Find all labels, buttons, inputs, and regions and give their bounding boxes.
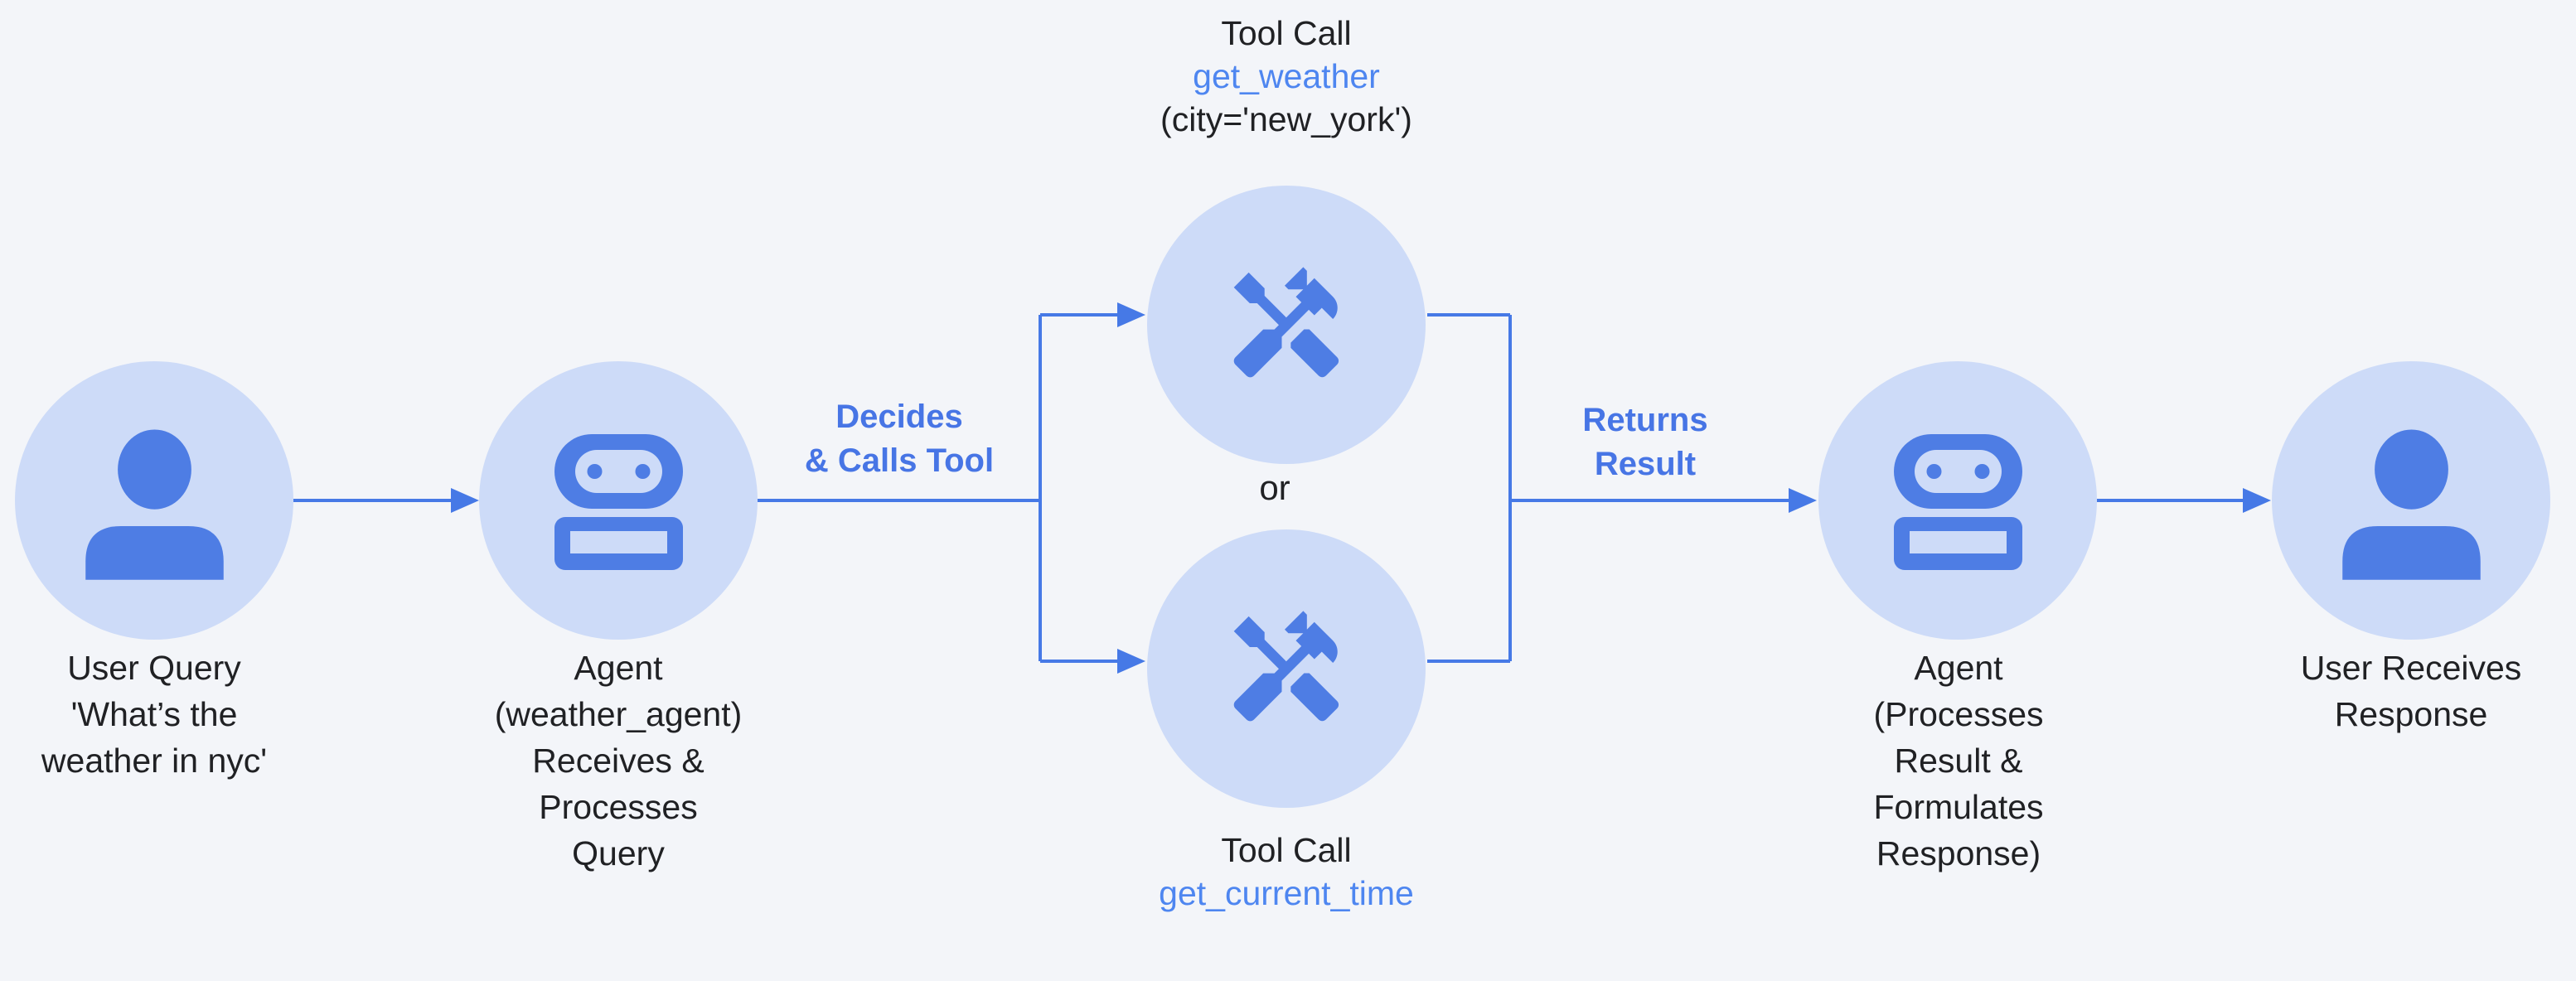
caption-line: (weather_agent) — [494, 695, 743, 733]
user-icon — [2341, 429, 2481, 580]
caption-line: Response) — [1876, 834, 2041, 872]
node-user-query — [15, 361, 293, 640]
caption-line: User Receives — [2300, 649, 2522, 687]
tools-icon — [1233, 611, 1339, 722]
arrowhead-branch-bottom — [1117, 649, 1145, 674]
node-tool-time — [1147, 529, 1426, 808]
edge-label-decides-line2: & Calls Tool — [804, 442, 995, 479]
caption-line: Agent — [574, 649, 663, 687]
edge-label-decides: Decides & Calls Tool — [805, 395, 994, 483]
node-tool-weather — [1147, 186, 1426, 464]
tool-call-title: Tool Call — [1221, 14, 1352, 52]
caption-line: Response — [2334, 695, 2488, 733]
robot-icon — [1893, 434, 2022, 570]
tool-call-title: Tool Call — [1221, 831, 1352, 869]
caption-user-query: User Query 'What’s the weather in nyc' — [41, 645, 267, 784]
tool-weather-args: (city='new_york') — [1160, 100, 1412, 138]
caption-line: Processes — [539, 788, 698, 826]
caption-line: Result & — [1894, 742, 2023, 780]
caption-line: weather in nyc' — [41, 742, 268, 780]
user-icon — [85, 429, 224, 580]
caption-agent-respond: Agent (Processes Result & Formulates Res… — [1873, 645, 2043, 877]
caption-line: (Processes — [1873, 695, 2044, 733]
caption-agent-receive: Agent (weather_agent) Receives & Process… — [495, 645, 743, 877]
caption-line: 'What’s the — [70, 695, 238, 733]
caption-user-response: User Receives Response — [2301, 645, 2522, 737]
tool-time-label: Tool Call get_current_time — [1159, 829, 1414, 915]
robot-icon — [554, 434, 683, 570]
caption-line: Formulates — [1873, 788, 2044, 826]
node-user-response — [2272, 361, 2550, 640]
edge-label-returns: Returns Result — [1582, 399, 1707, 486]
caption-line: Receives & — [532, 742, 705, 780]
tool-weather-label: Tool Call get_weather (city='new_york') — [1160, 12, 1412, 141]
node-agent-receive — [479, 361, 758, 640]
arrowhead-agent-to-user — [2243, 488, 2271, 513]
tool-weather-name: get_weather — [1193, 57, 1380, 95]
tools-icon — [1233, 267, 1339, 378]
edge-label-returns-line1: Returns — [1582, 402, 1708, 438]
arrowhead-merge-to-agent — [1789, 488, 1817, 513]
caption-line: Agent — [1914, 649, 2003, 687]
caption-line: User Query — [67, 649, 241, 687]
arrowhead-user-to-agent — [451, 488, 479, 513]
caption-line: Query — [572, 834, 665, 872]
node-agent-respond — [1818, 361, 2097, 640]
edge-label-returns-line2: Result — [1594, 446, 1697, 482]
tool-time-name: get_current_time — [1159, 874, 1414, 912]
or-label: or — [1259, 468, 1290, 507]
edge-label-decides-line1: Decides — [835, 399, 963, 435]
arrowhead-branch-top — [1117, 302, 1145, 327]
